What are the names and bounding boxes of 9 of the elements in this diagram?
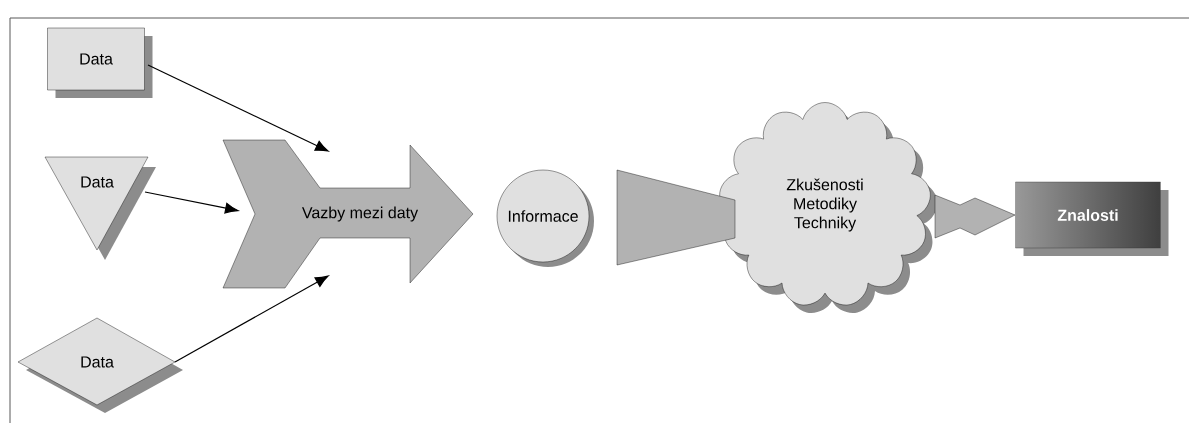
arrow [174,275,329,363]
arrow [144,191,239,214]
block-arrow [934,194,1016,239]
knowledge-cloud: Zkušenosti Metodiky Techniky [719,102,938,314]
data-box: Data [47,27,153,98]
data-triangle: Data [44,156,156,260]
connector-band [616,169,736,266]
arrow [147,64,329,152]
result-box: Znalosti [1015,181,1169,256]
